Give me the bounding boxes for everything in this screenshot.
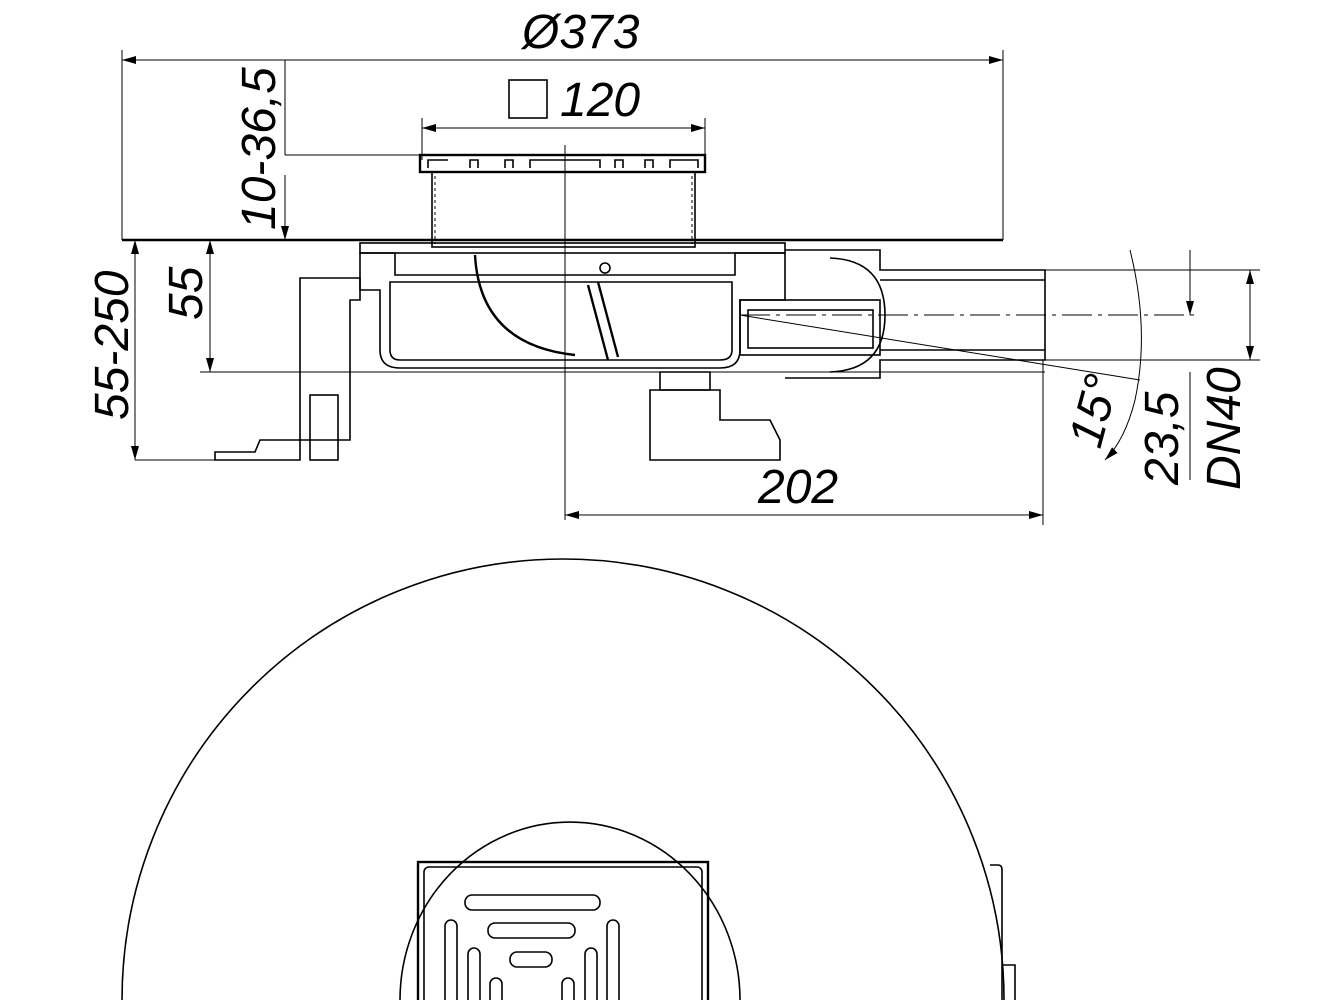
- dim-body-height: 55: [160, 266, 213, 320]
- support-foot: [214, 439, 301, 461]
- height-adjuster: [299, 277, 361, 441]
- plan-view: [121, 558, 1016, 1000]
- trap-flap: [586, 281, 620, 361]
- dim-diameter: Ø373: [520, 6, 640, 59]
- grate-slot: [444, 919, 458, 1000]
- grate-plan: [416, 860, 710, 1000]
- grate-slot: [509, 951, 553, 968]
- square-symbol: [508, 79, 548, 119]
- dim-grate-size: 120: [560, 74, 640, 127]
- grate-slot: [464, 894, 601, 911]
- flange: [359, 242, 786, 254]
- angle-arc: [1104, 249, 1142, 461]
- drain-bowl: [389, 281, 733, 361]
- odour-trap-curve: [473, 254, 576, 357]
- grate-slot: [606, 919, 620, 1000]
- dim-grate-height: 10-36,5: [233, 67, 286, 230]
- body-outline: [399, 821, 741, 1000]
- dim-outlet-length: 202: [757, 461, 838, 514]
- grate: [418, 153, 707, 174]
- slope-line: [739, 314, 1141, 381]
- grate-slot: [561, 977, 575, 1000]
- section-view: [121, 50, 1260, 525]
- dim-angle: 15°: [1059, 369, 1129, 453]
- dim-total-height: 55-250: [86, 270, 139, 420]
- outlet-body: [739, 299, 881, 356]
- grate-slot: [489, 977, 503, 1000]
- dim-outlet-pipe: DN40: [1198, 367, 1251, 490]
- outlet-tab: [990, 864, 1016, 1000]
- grate-slot: [487, 922, 576, 939]
- grate-frame: [431, 171, 696, 248]
- outer-flange-outline: [121, 558, 1005, 1000]
- grate-slot: [467, 947, 481, 1000]
- hinge: [599, 262, 611, 274]
- foot: [649, 389, 781, 461]
- drain-body: [359, 252, 786, 369]
- grate-slot: [584, 947, 598, 1000]
- outlet-pipe: [785, 249, 1046, 379]
- dim-outlet-offset: 23,5: [1136, 391, 1189, 486]
